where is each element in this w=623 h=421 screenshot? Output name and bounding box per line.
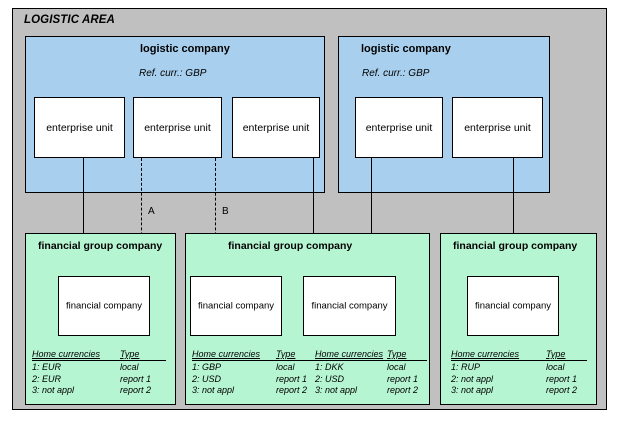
enterprise-unit-label: enterprise unit xyxy=(144,121,211,134)
currency-row: 2: not appl report 1 xyxy=(451,374,587,386)
currency-header-type: Type xyxy=(276,349,296,359)
currency-type: report 2 xyxy=(546,385,578,395)
connector-line-a xyxy=(141,158,142,275)
currency-type: local xyxy=(387,362,406,372)
financial-company-box[interactable]: financial company xyxy=(58,276,150,336)
financial-company-box[interactable]: financial company xyxy=(467,276,559,336)
currency-value: 2: USD xyxy=(315,373,345,384)
currency-value: 1: RUP xyxy=(451,362,481,372)
currency-row: 2: EUR report 1 xyxy=(32,374,166,386)
connector-line-unit5 xyxy=(513,158,514,275)
connector-label-b: B xyxy=(222,206,229,217)
connector-line-unit1 xyxy=(83,158,84,275)
financial-company-label: financial company xyxy=(65,300,143,312)
currency-row: 1: RUP local xyxy=(451,362,587,374)
enterprise-unit-box[interactable]: enterprise unit xyxy=(355,97,443,158)
currency-table: Home currencies Type 1: RUP local 2: not… xyxy=(451,349,587,397)
currency-row: 3: not appl report 2 xyxy=(192,385,322,397)
currency-row: 3: not appl report 2 xyxy=(32,385,166,397)
currency-value: 2: not appl xyxy=(451,373,494,384)
logistic-company-2-title: logistic company xyxy=(361,43,451,55)
currency-type: report 2 xyxy=(276,385,308,395)
currency-type: local xyxy=(276,362,295,372)
currency-type: local xyxy=(120,362,139,372)
currency-type: report 1 xyxy=(387,373,419,384)
currency-row: 3: not appl report 2 xyxy=(451,385,587,397)
financial-group-2-title: financial group company xyxy=(228,240,353,252)
currency-type: report 1 xyxy=(276,373,308,384)
currency-value: 3: not appl xyxy=(315,385,358,395)
currency-value: 1: EUR xyxy=(32,362,62,372)
currency-header-type: Type xyxy=(387,349,407,359)
currency-header-currencies: Home currencies xyxy=(451,349,520,359)
currency-type: report 2 xyxy=(387,385,419,395)
currency-table: Home currencies Type 1: EUR local 2: EUR… xyxy=(32,349,166,397)
currency-row: 1: EUR local xyxy=(32,362,166,374)
currency-type: local xyxy=(546,362,565,372)
currency-value: 1: GBP xyxy=(192,362,222,372)
logistic-area-title: LOGISTIC AREA xyxy=(24,14,115,26)
financial-company-label: financial company xyxy=(474,300,552,312)
connector-line-b xyxy=(215,158,216,275)
enterprise-unit-label: enterprise unit xyxy=(46,121,113,134)
currency-value: 3: not appl xyxy=(192,385,235,395)
currency-header-type: Type xyxy=(120,349,140,359)
currency-value: 2: EUR xyxy=(32,373,62,384)
enterprise-unit-box[interactable]: enterprise unit xyxy=(133,97,222,158)
currency-value: 1: DKK xyxy=(315,362,344,372)
financial-company-box[interactable]: financial company xyxy=(190,276,282,336)
enterprise-unit-label: enterprise unit xyxy=(365,121,433,134)
currency-table: Home currencies Type 1: GBP local 2: USD… xyxy=(192,349,322,397)
financial-group-3-title: financial group company xyxy=(453,240,578,252)
financial-company-label: financial company xyxy=(311,300,388,312)
currency-header-currencies: Home currencies xyxy=(32,349,101,359)
currency-row: 3: not appl report 2 xyxy=(315,385,427,397)
financial-company-box[interactable]: financial company xyxy=(303,276,396,336)
currency-table-header: Home currencies Type xyxy=(192,349,322,361)
enterprise-unit-label: enterprise unit xyxy=(242,121,310,134)
enterprise-unit-box[interactable]: enterprise unit xyxy=(232,97,320,158)
currency-row: 1: GBP local xyxy=(192,362,322,374)
financial-group-1-title: financial group company xyxy=(38,240,163,252)
connector-line-unit4 xyxy=(371,158,372,275)
currency-value: 2: USD xyxy=(192,373,222,384)
logistic-company-2-ref-currency: Ref. curr.: GBP xyxy=(362,68,430,79)
currency-type: report 1 xyxy=(120,373,152,384)
currency-row: 2: USD report 1 xyxy=(315,374,427,386)
currency-header-currencies: Home currencies xyxy=(192,349,261,359)
currency-row: 2: USD report 1 xyxy=(192,374,322,386)
connector-line-unit3 xyxy=(313,158,314,275)
currency-table-header: Home currencies Type xyxy=(315,349,427,361)
currency-type: report 2 xyxy=(120,385,152,395)
currency-header-type: Type xyxy=(546,349,566,359)
enterprise-unit-box[interactable]: enterprise unit xyxy=(34,97,125,158)
currency-value: 3: not appl xyxy=(32,385,75,395)
currency-type: report 1 xyxy=(546,373,578,384)
currency-row: 1: DKK local xyxy=(315,362,427,374)
financial-company-label: financial company xyxy=(197,300,275,312)
logistic-company-1-ref-currency: Ref. curr.: GBP xyxy=(139,68,207,79)
enterprise-unit-label: enterprise unit xyxy=(464,121,531,134)
currency-table-header: Home currencies Type xyxy=(32,349,166,361)
currency-table-header: Home currencies Type xyxy=(451,349,587,361)
logistic-company-1-title: logistic company xyxy=(140,43,230,55)
connector-label-a: A xyxy=(148,206,155,217)
enterprise-unit-box[interactable]: enterprise unit xyxy=(452,97,543,158)
currency-value: 3: not appl xyxy=(451,385,494,395)
currency-table: Home currencies Type 1: DKK local 2: USD… xyxy=(315,349,427,397)
currency-header-currencies: Home currencies xyxy=(315,349,384,359)
